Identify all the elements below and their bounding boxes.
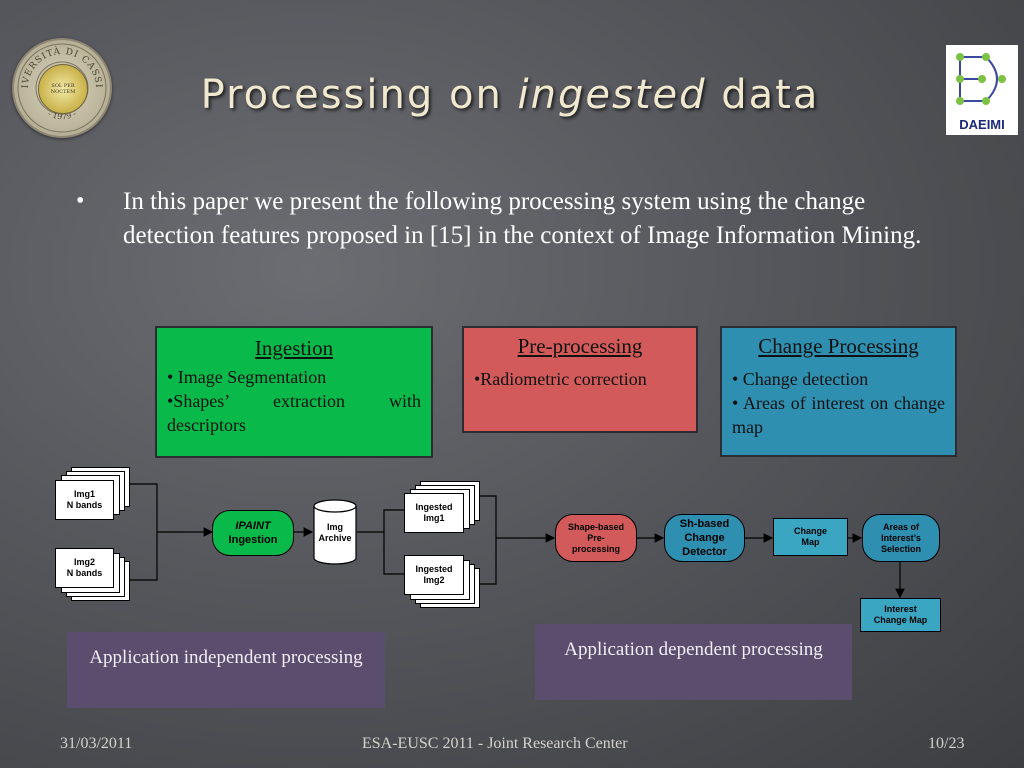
university-logo: UNIVERSITÀ DI CASSINO - 1979 - SOL PER N… <box>12 38 112 138</box>
footer-page-number: 10/23 <box>928 735 965 752</box>
slide-title: Processing on ingested data <box>140 72 880 118</box>
daeimi-logo-text: DAEIMI <box>959 117 1005 132</box>
ingestion-item-shapes: •Shapes’ extraction with descriptors <box>167 391 421 435</box>
daeimi-logo: DAEIMI <box>946 45 1018 135</box>
application-independent-box: Application independent processing <box>67 632 385 708</box>
bullet-marker: • <box>76 188 85 214</box>
ingested-img1-document: Ingested Img1 <box>404 493 464 533</box>
ingested-merge-line <box>476 495 497 585</box>
ipaint-ingestion-node: IPAINT Ingestion <box>212 510 294 556</box>
preprocessing-box: Pre-processing •Radiometric correction <box>462 326 698 433</box>
bullet-text: In this paper we present the following p… <box>123 188 922 249</box>
img2-document: Img2 N bands <box>55 548 114 588</box>
ingestion-box: Ingestion • Image Segmentation •Shapes’ … <box>155 326 433 458</box>
daeimi-graphic-icon <box>956 53 1006 105</box>
change-processing-box: Change Processing • Change detection • A… <box>720 326 957 457</box>
ingested-split-line <box>383 509 404 575</box>
application-dependent-box: Application dependent processing <box>535 624 852 700</box>
title-part2-italic: ingested <box>517 72 707 118</box>
img1-document: Img1 N bands <box>55 480 114 520</box>
footer-date: 31/03/2011 <box>60 735 133 752</box>
ingestion-header: Ingestion <box>254 336 334 360</box>
preprocessing-header: Pre-processing <box>517 334 643 358</box>
img-archive-label: Img Archive <box>318 522 352 543</box>
img-merge-line <box>129 483 158 581</box>
change-processing-header: Change Processing <box>758 334 919 358</box>
preprocessing-item-radiometric: •Radiometric correction <box>474 369 647 389</box>
areas-of-interest-selection-node: Areas of Interest’s Selection <box>862 514 940 562</box>
ingestion-item-segmentation: • Image Segmentation <box>167 367 327 387</box>
title-part1: Processing on <box>200 72 518 118</box>
sh-based-change-detector-node: Sh-based Change Detector <box>664 514 745 562</box>
change-item-detection: • Change detection <box>732 369 869 389</box>
archive-cylinder <box>313 499 357 565</box>
seal-motto: SOL PER NOCTEM <box>50 83 76 95</box>
change-item-areas: • Areas of interest on change map <box>732 393 945 437</box>
seal-emblem: SOL PER NOCTEM <box>38 64 88 114</box>
change-map-document: Change Map <box>773 518 848 556</box>
ipaint-ingestion-label: Ingestion <box>228 534 278 546</box>
shape-based-preprocessing-node: Shape-based Pre- processing <box>555 514 637 562</box>
ipaint-label: IPAINT <box>235 520 271 532</box>
ingested-img2-document: Ingested Img2 <box>404 555 464 595</box>
footer-conference: ESA-EUSC 2011 - Joint Research Center <box>362 735 628 752</box>
interest-change-map-document: Interest Change Map <box>860 598 941 632</box>
flow-connectors <box>129 483 905 599</box>
title-part3: data <box>706 72 820 118</box>
